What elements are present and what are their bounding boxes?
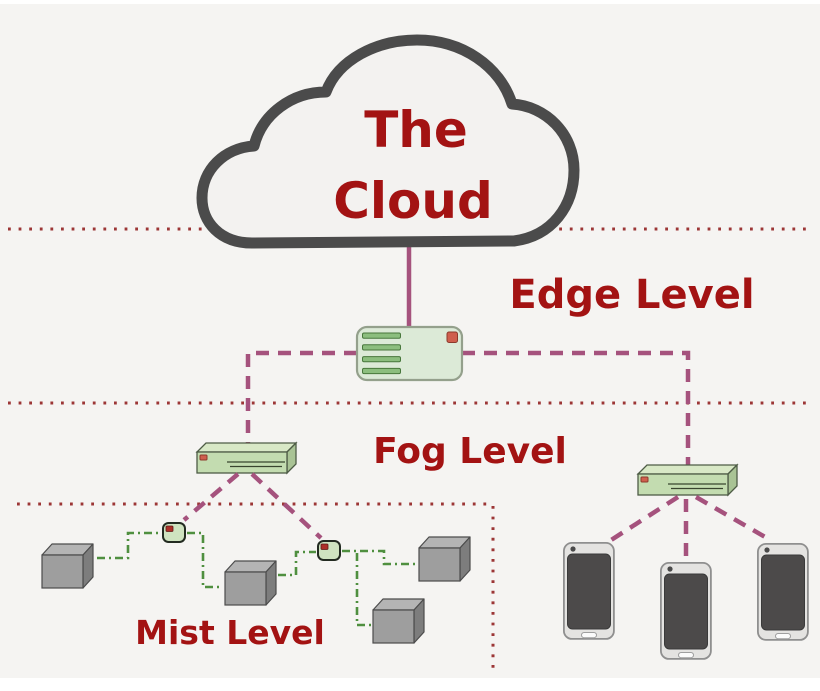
edge-level-label: Edge Level [509,272,754,318]
mist-link-cube1-gateway1 [97,531,161,560]
switch-to-phone3-link [694,495,774,543]
cloud-icon: The Cloud [196,34,580,249]
cloud-shape [196,34,580,249]
mist-node-cube3-icon [418,536,471,582]
cloud-label-line1: The [364,101,468,159]
mist-node-cube4-icon [372,598,425,644]
fog-switch-left-icon [196,442,297,474]
fog-switch-right-icon [637,464,738,496]
mist-level-label: Mist Level [135,613,325,652]
smartphone1-icon [563,542,615,640]
cloud-label-line2: Cloud [333,172,493,230]
router-right-branch-link [462,350,691,468]
mist-link-gateway2-cube3 [342,549,419,566]
edge-router-icon [355,325,464,382]
fog-level-label: Fog Level [373,431,567,472]
mist-node-cube2-icon [224,560,277,606]
smartphone2-icon [660,562,712,660]
mist-link-gateway1-cube2 [187,531,221,589]
mist-gateway2-icon [317,540,341,561]
mist-link-gateway2-cube4 [355,553,371,627]
switch-to-phone1-link [606,495,680,544]
smartphone3-icon [757,543,809,641]
mist-gateway1-icon [162,522,186,543]
switch-to-gateway2-link [250,472,323,540]
mist-node-cube1-icon [41,543,94,589]
switch-to-gateway1-link [182,472,240,522]
